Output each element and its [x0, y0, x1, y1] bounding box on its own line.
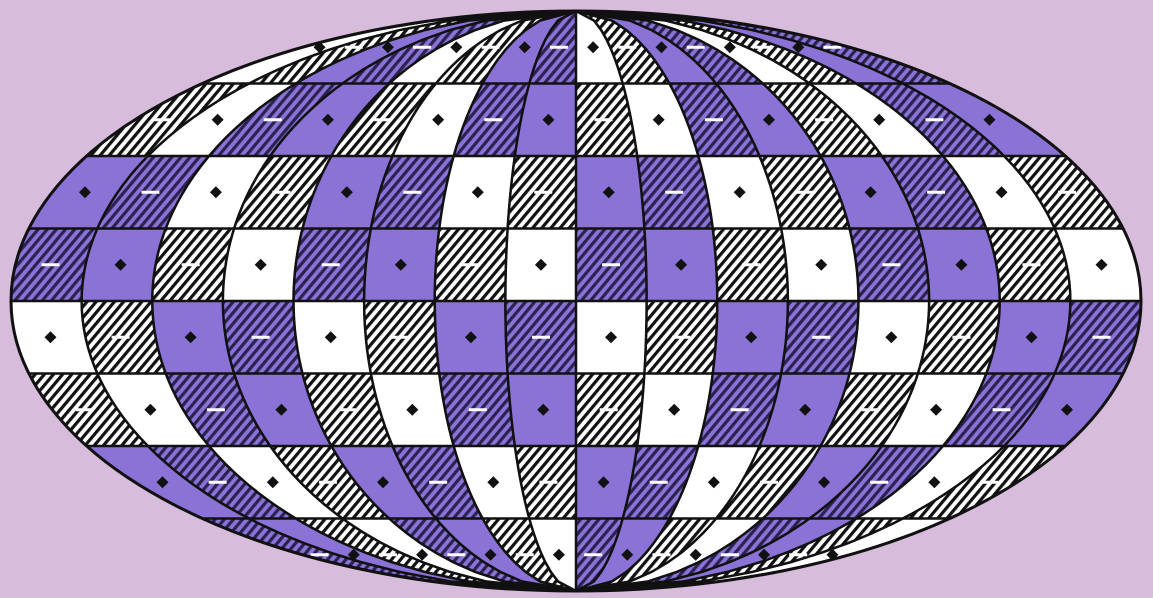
minus-marker [815, 118, 833, 121]
minus-marker [760, 481, 778, 484]
minus-marker [721, 553, 739, 556]
minus-marker [392, 336, 410, 339]
minus-marker [482, 46, 500, 49]
minus-marker [76, 408, 94, 411]
minus-marker [742, 263, 760, 266]
minus-marker [1022, 263, 1040, 266]
minus-marker [650, 481, 668, 484]
minus-marker [595, 118, 613, 121]
minus-marker [927, 191, 945, 194]
minus-marker [755, 46, 773, 49]
minus-marker [602, 263, 620, 266]
minus-marker [665, 191, 683, 194]
minus-marker [462, 263, 480, 266]
minus-marker [252, 336, 270, 339]
minus-marker [338, 408, 356, 411]
minus-marker [705, 118, 723, 121]
minus-marker [1058, 191, 1076, 194]
minus-marker [141, 191, 159, 194]
minus-marker [532, 336, 550, 339]
minus-marker [600, 408, 618, 411]
minus-marker [882, 263, 900, 266]
minus-marker [319, 481, 337, 484]
minus-marker [789, 553, 807, 556]
minus-marker [980, 481, 998, 484]
minus-marker [823, 46, 841, 49]
minus-marker [209, 481, 227, 484]
minus-marker [379, 553, 397, 556]
minus-marker [731, 408, 749, 411]
minus-marker [618, 46, 636, 49]
minus-marker [539, 481, 557, 484]
minus-marker [264, 118, 282, 121]
minus-marker [322, 263, 340, 266]
minus-marker [516, 553, 534, 556]
minus-marker [952, 336, 970, 339]
minus-marker [447, 553, 465, 556]
minus-marker [413, 46, 431, 49]
minus-marker [584, 553, 602, 556]
minus-marker [652, 553, 670, 556]
minus-marker [207, 408, 225, 411]
minus-marker [870, 481, 888, 484]
minus-marker [112, 336, 130, 339]
minus-marker [182, 263, 200, 266]
minus-marker [1093, 336, 1111, 339]
minus-marker [993, 408, 1011, 411]
minus-marker [154, 118, 172, 121]
minus-marker [345, 46, 363, 49]
minus-marker [812, 336, 830, 339]
minus-marker [272, 191, 290, 194]
minus-marker [925, 118, 943, 121]
minus-marker [429, 481, 447, 484]
minus-marker [687, 46, 705, 49]
minus-marker [484, 118, 502, 121]
minus-marker [796, 191, 814, 194]
minus-marker [469, 408, 487, 411]
minus-marker [550, 46, 568, 49]
minus-marker [403, 191, 421, 194]
minus-marker [311, 553, 329, 556]
minus-marker [534, 191, 552, 194]
minus-marker [41, 263, 59, 266]
minus-marker [862, 408, 880, 411]
minus-marker [374, 118, 392, 121]
minus-marker [672, 336, 690, 339]
